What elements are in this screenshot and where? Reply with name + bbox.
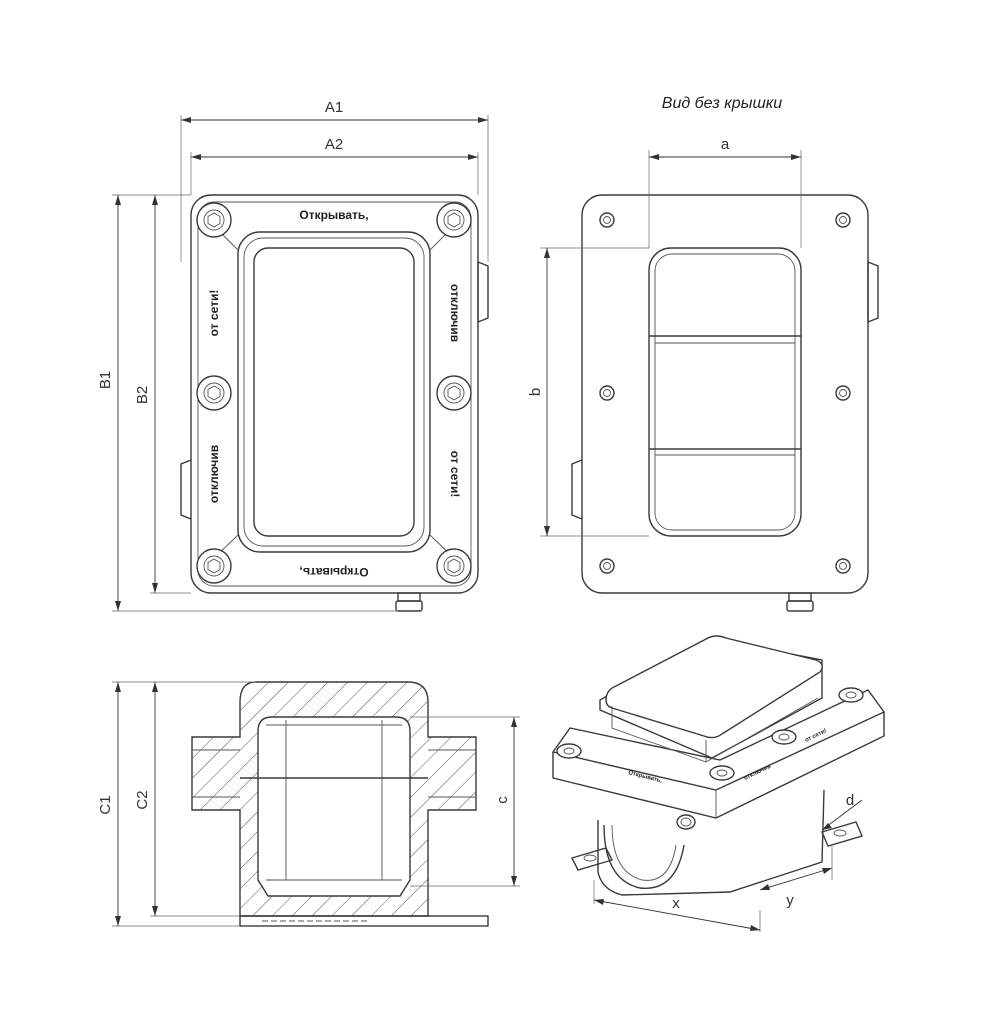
iso-foot [570,847,614,871]
dim-label-A2: A2 [325,136,343,153]
screw-boss [196,202,232,238]
iso-cover-edge [705,697,819,763]
arrowhead [478,117,488,123]
arrowhead [822,823,832,830]
mounting-hole [599,212,615,228]
dim-label-A1: A1 [325,99,343,116]
dim-label-C2: C2 [134,790,151,809]
iso-front-boss [603,824,685,889]
left-lug-lower [180,459,192,520]
dim-label-d: d [846,792,854,809]
iso-foot-hole [583,854,597,862]
iso-body-lower [597,789,825,896]
arrowhead [152,195,158,205]
arrowhead [115,916,121,926]
arrowhead [152,583,158,593]
arrowhead [791,154,801,160]
arrowhead [115,682,121,692]
arrowhead [181,117,191,123]
view-without-cover: Вид без крышки a b [527,95,879,612]
dim-label-b: b [527,388,544,396]
cover-label-disconnect-left: отключив [207,445,221,503]
dim-line-y [759,867,833,891]
enclosure-outline [190,194,479,594]
cable-gland [788,592,812,602]
arrowhead [544,526,550,536]
section-view: C1 C2 c [97,681,520,927]
iso-screw-boss [838,687,864,703]
arrowhead [544,248,550,258]
right-lug-upper [477,260,489,324]
arrowhead [152,906,158,916]
mounting-hole [835,385,851,401]
screw-boss [436,202,472,238]
view-title: Вид без крышки [662,95,783,112]
cover-window [253,247,415,537]
iso-cover-front [611,706,707,763]
arrowhead [115,195,121,205]
arrowhead [594,899,604,905]
dim-label-C1: C1 [97,795,114,814]
screw-boss [436,548,472,584]
screw-boss [196,375,232,411]
iso-screw-boss [709,765,735,781]
inner-cavity [648,247,802,537]
mounting-hole [599,385,615,401]
iso-foot [821,821,863,847]
section-cavity [257,716,411,897]
base-plate [239,915,489,927]
dim-label-c: c [494,796,511,804]
arrowhead [760,884,770,890]
section-cavity-edge [266,724,402,881]
screw-boss [196,548,232,584]
arrowhead [152,682,158,692]
mounting-hole [835,558,851,574]
dim-label-B2: B2 [134,386,151,404]
dim-label-a: a [721,136,730,153]
cable-gland-nut [786,600,814,612]
iso-front-boss-inner [611,824,677,881]
cover-label-disconnect-right: отключив [448,284,462,342]
iso-screw-boss [556,743,582,759]
arrowhead [750,925,760,931]
arrowhead [191,154,201,160]
cover-label-network-right: от сети! [448,451,462,498]
iso-screw-boss [771,729,797,745]
inner-cavity-wall [654,253,796,531]
iso-cable-gland-inner [680,817,692,827]
dim-label-B1: B1 [97,371,114,389]
base-plate-outline [581,194,869,594]
isometric-view: Открывать, от сети! отключив x y d [551,635,886,932]
cover-frame-inner [243,237,425,547]
arrowhead [511,717,517,727]
arrowhead [511,876,517,886]
front-view: Открывать, Открывать, отключив от сети! … [97,99,489,612]
screw-boss [436,375,472,411]
cover-frame [237,231,431,553]
iso-foot-hole [833,829,847,837]
dim-line-x [593,899,761,931]
cable-gland [397,592,421,602]
arrowhead [468,154,478,160]
arrowhead [115,601,121,611]
cover-label-open-top: Открывать, [299,208,368,222]
right-lug [867,260,879,324]
cable-gland-nut [395,600,423,612]
arrowhead [649,154,659,160]
left-lug [571,459,583,520]
cover-label-network-left: от сети! [207,290,221,337]
dim-label-x: x [672,895,680,912]
arrowhead [822,868,832,874]
mounting-hole [835,212,851,228]
iso-cable-gland [676,814,696,830]
cover-label-open-bottom: Открывать, [299,565,368,579]
mounting-hole [599,558,615,574]
dim-label-y: y [786,892,794,909]
